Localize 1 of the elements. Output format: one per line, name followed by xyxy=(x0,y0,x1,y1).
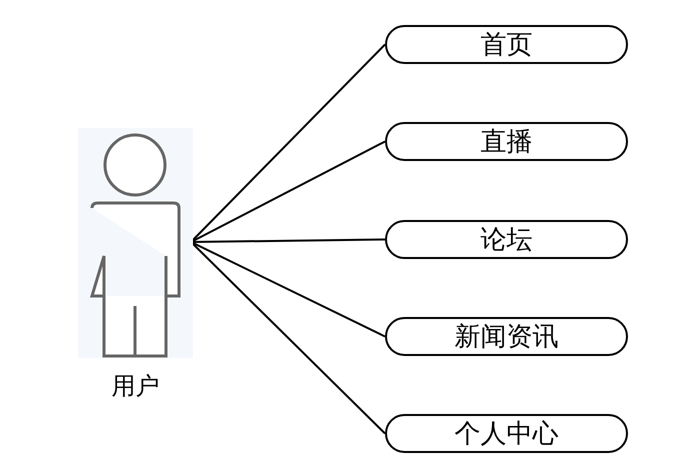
actor-label: 用户 xyxy=(110,371,160,402)
